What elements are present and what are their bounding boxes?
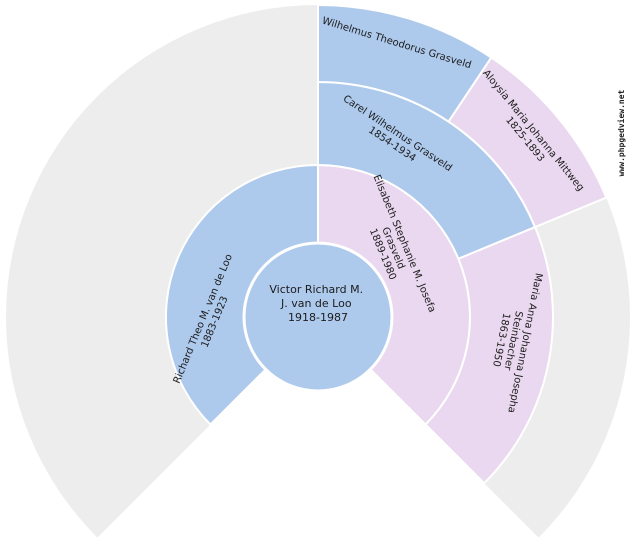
center-person-label: Victor Richard M. J. van de Loo 1918-198… (269, 283, 366, 324)
phpgedview-watermark: www.phpgedview.net (616, 89, 626, 176)
center-person-disc[interactable] (242, 241, 394, 393)
sector-great-grandfather-grasveld[interactable] (317, 3, 493, 123)
sector-great-grandmother-mittweg[interactable] (447, 56, 608, 229)
